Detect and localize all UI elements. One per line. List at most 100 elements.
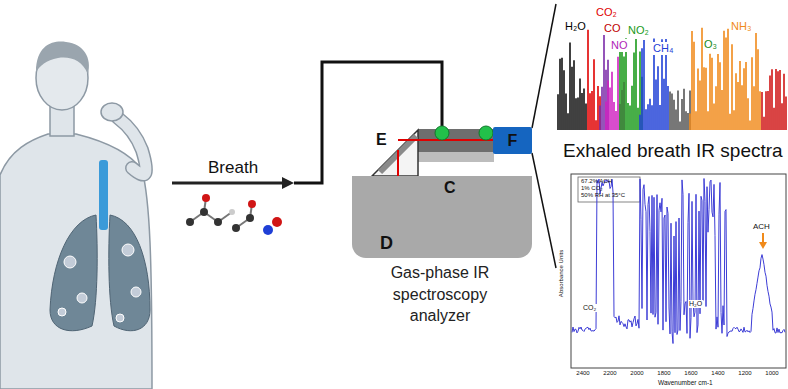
spectral-line xyxy=(689,114,691,130)
axis-tick: 2000 xyxy=(630,370,643,377)
spectral-line xyxy=(699,80,701,130)
text-label: Wavenumber cm-1 xyxy=(658,379,713,386)
spectral-line xyxy=(751,57,753,130)
zoom-line xyxy=(532,4,556,128)
plot-frame xyxy=(571,174,786,368)
spectral-line xyxy=(651,105,653,130)
breath-arrow xyxy=(172,182,284,185)
spectral-line xyxy=(587,30,589,130)
fist xyxy=(101,103,123,121)
axis-tick: 1400 xyxy=(711,370,724,377)
spectral-line xyxy=(577,98,579,130)
spectral-line xyxy=(689,90,691,130)
spectral-line xyxy=(729,114,731,130)
spectral-line xyxy=(693,42,695,130)
spectral-line xyxy=(687,113,689,130)
peak-label: CO₂ xyxy=(595,6,618,19)
spectral-line xyxy=(559,59,561,130)
spectral-line xyxy=(707,111,709,130)
trachea xyxy=(99,160,108,230)
spectral-line xyxy=(581,93,583,130)
text-label: E xyxy=(376,131,387,149)
spectral-line xyxy=(565,93,567,130)
spectral-line xyxy=(605,70,607,130)
spectral-line xyxy=(755,33,757,130)
spectral-line xyxy=(767,91,769,130)
spectral-line xyxy=(579,78,581,130)
spectral-line xyxy=(627,103,629,130)
arm-fill xyxy=(118,118,146,174)
spectral-line xyxy=(683,89,685,130)
spectral-line xyxy=(647,104,649,130)
spectral-line xyxy=(691,31,693,130)
spectral-line xyxy=(633,53,635,130)
text-label: C xyxy=(444,179,456,197)
spectral-line xyxy=(617,57,619,130)
spectral-line xyxy=(681,99,683,130)
detector-box: F xyxy=(493,127,532,154)
peak-label: NH₃ xyxy=(730,20,752,33)
spectral-line xyxy=(623,56,625,130)
spectral-line xyxy=(753,86,755,130)
viruses xyxy=(58,244,141,322)
spectral-line xyxy=(637,108,639,130)
spectral-line xyxy=(725,38,727,130)
spectral-line xyxy=(561,58,563,130)
node-letter: D xyxy=(380,233,393,254)
spectral-line xyxy=(765,91,767,130)
spectral-line xyxy=(785,96,787,130)
spectral-line xyxy=(611,72,613,130)
arrow-head xyxy=(282,177,294,189)
spectral-line xyxy=(709,54,711,130)
spectral-line xyxy=(639,51,641,130)
arm xyxy=(118,118,146,174)
spectral-line xyxy=(703,67,705,130)
spectral-line xyxy=(721,90,723,130)
spectral-line xyxy=(667,86,669,130)
axis-tick: 2400 xyxy=(576,370,589,377)
spectral-line xyxy=(597,86,599,130)
text-label: Gas-phase IR spectroscopy analyzer xyxy=(375,262,505,327)
tube-base xyxy=(418,152,494,162)
peak-label: CO xyxy=(603,22,622,35)
spectral-line xyxy=(783,74,785,130)
spectral-line xyxy=(733,110,735,130)
spectral-line xyxy=(601,87,603,130)
spectral-line xyxy=(777,71,779,130)
spectral-line xyxy=(757,49,759,130)
spectral-line xyxy=(631,86,633,130)
spectral-line xyxy=(711,58,713,130)
peak-label: H₂O xyxy=(564,20,587,33)
spectral-line xyxy=(603,31,605,130)
peak-label: CO₂ xyxy=(582,304,597,312)
spectral-line xyxy=(705,68,707,130)
spectral-line xyxy=(575,98,577,130)
spectral-line xyxy=(739,61,741,130)
spectral-line xyxy=(671,93,673,130)
spectral-line xyxy=(743,68,745,130)
peak-label: NO xyxy=(610,39,629,52)
spectral-line xyxy=(629,106,631,130)
axis-tick: 1600 xyxy=(684,370,697,377)
spectral-line xyxy=(727,29,729,130)
spectral-line xyxy=(573,60,575,130)
spectral-line xyxy=(563,70,565,130)
spectral-line xyxy=(591,91,593,130)
lung-left xyxy=(50,215,97,331)
hair xyxy=(36,42,89,74)
spectral-line xyxy=(663,79,665,130)
spectral-line xyxy=(657,66,659,130)
spectral-line xyxy=(649,99,651,130)
text-label: Exhaled breath IR spectra xyxy=(563,140,783,162)
spectral-line xyxy=(619,44,621,130)
spectral-line xyxy=(609,88,611,130)
spectral-line xyxy=(641,48,643,130)
spectral-line xyxy=(745,62,747,130)
spectral-line xyxy=(595,120,597,130)
spectral-line xyxy=(659,105,661,130)
spectral-line xyxy=(679,121,681,130)
spectral-line xyxy=(615,111,617,130)
axis-tick: 1800 xyxy=(657,370,670,377)
spectral-line xyxy=(607,60,609,130)
spectral-line xyxy=(719,62,721,130)
